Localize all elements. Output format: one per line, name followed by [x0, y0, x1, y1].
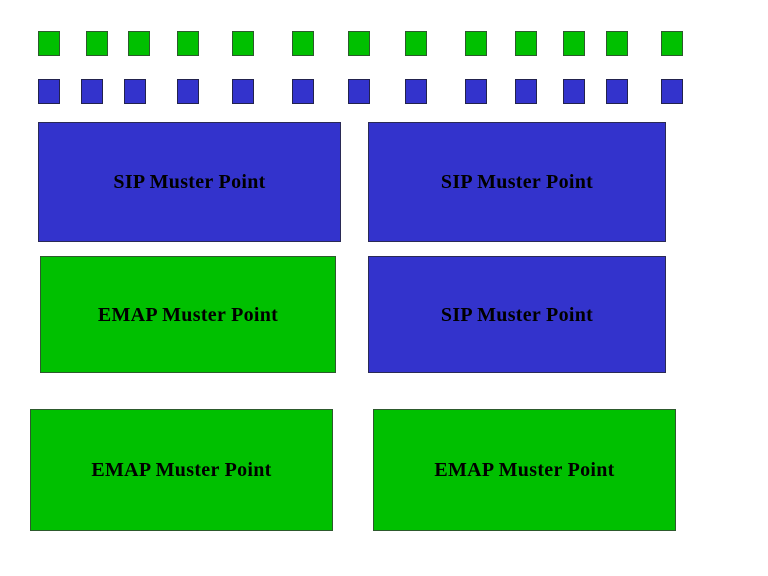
muster-point-box-emap-middle-left[interactable]: EMAP Muster Point — [40, 256, 336, 373]
muster-point-label: EMAP Muster Point — [97, 303, 279, 326]
muster-point-box-sip-top-right[interactable]: SIP Muster Point — [368, 122, 666, 242]
muster-point-label: SIP Muster Point — [113, 171, 266, 193]
blue-swatch — [38, 79, 60, 104]
muster-point-box-sip-top-left[interactable]: SIP Muster Point — [38, 122, 341, 242]
green-swatch — [405, 31, 427, 56]
blue-swatch — [81, 79, 103, 104]
blue-swatch — [515, 79, 537, 104]
green-swatch — [606, 31, 628, 56]
green-swatch — [661, 31, 683, 56]
muster-point-label: EMAP Muster Point — [91, 459, 272, 481]
blue-swatch — [177, 79, 199, 104]
green-swatch — [465, 31, 487, 56]
green-swatch — [177, 31, 199, 56]
blue-swatch — [661, 79, 683, 104]
blue-swatch — [606, 79, 628, 104]
green-swatch — [563, 31, 585, 56]
muster-point-label: EMAP Muster Point — [434, 459, 615, 481]
green-swatch — [515, 31, 537, 56]
muster-point-label: SIP Muster Point — [440, 171, 594, 193]
blue-swatch — [292, 79, 314, 104]
muster-point-label: SIP Muster Point — [440, 303, 594, 326]
blue-swatch — [563, 79, 585, 104]
blue-swatch-row — [0, 79, 768, 106]
blue-swatch — [405, 79, 427, 104]
blue-swatch — [465, 79, 487, 104]
blue-swatch — [348, 79, 370, 104]
blue-swatch — [124, 79, 146, 104]
green-swatch — [292, 31, 314, 56]
green-swatch-row — [0, 31, 768, 58]
green-swatch — [232, 31, 254, 56]
green-swatch — [128, 31, 150, 56]
muster-point-box-sip-middle-right[interactable]: SIP Muster Point — [368, 256, 666, 373]
green-swatch — [86, 31, 108, 56]
green-swatch — [348, 31, 370, 56]
muster-point-box-emap-bottom-right[interactable]: EMAP Muster Point — [373, 409, 676, 531]
green-swatch — [38, 31, 60, 56]
muster-point-box-emap-bottom-left[interactable]: EMAP Muster Point — [30, 409, 333, 531]
blue-swatch — [232, 79, 254, 104]
